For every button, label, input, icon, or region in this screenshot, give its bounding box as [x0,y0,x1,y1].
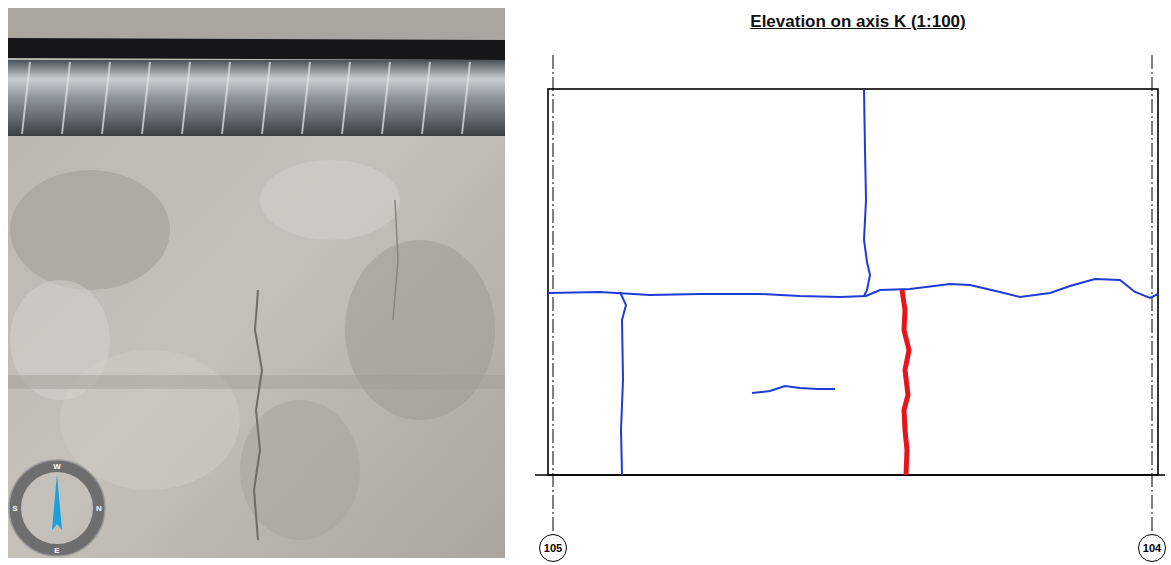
elevation-drawing [535,55,1165,533]
axis-bubble: 105 [539,534,567,562]
axis-bubble: 104 [1138,534,1166,562]
axis-number: 105 [544,542,562,554]
compass-letter: N [96,504,102,513]
compass-letter: E [54,546,59,555]
compass-letter: S [12,504,17,513]
compass-letter: W [53,462,61,471]
wall-photo [8,8,505,558]
drawing-title: Elevation on axis K (1:100) [750,12,965,32]
axis-number: 104 [1143,542,1161,554]
